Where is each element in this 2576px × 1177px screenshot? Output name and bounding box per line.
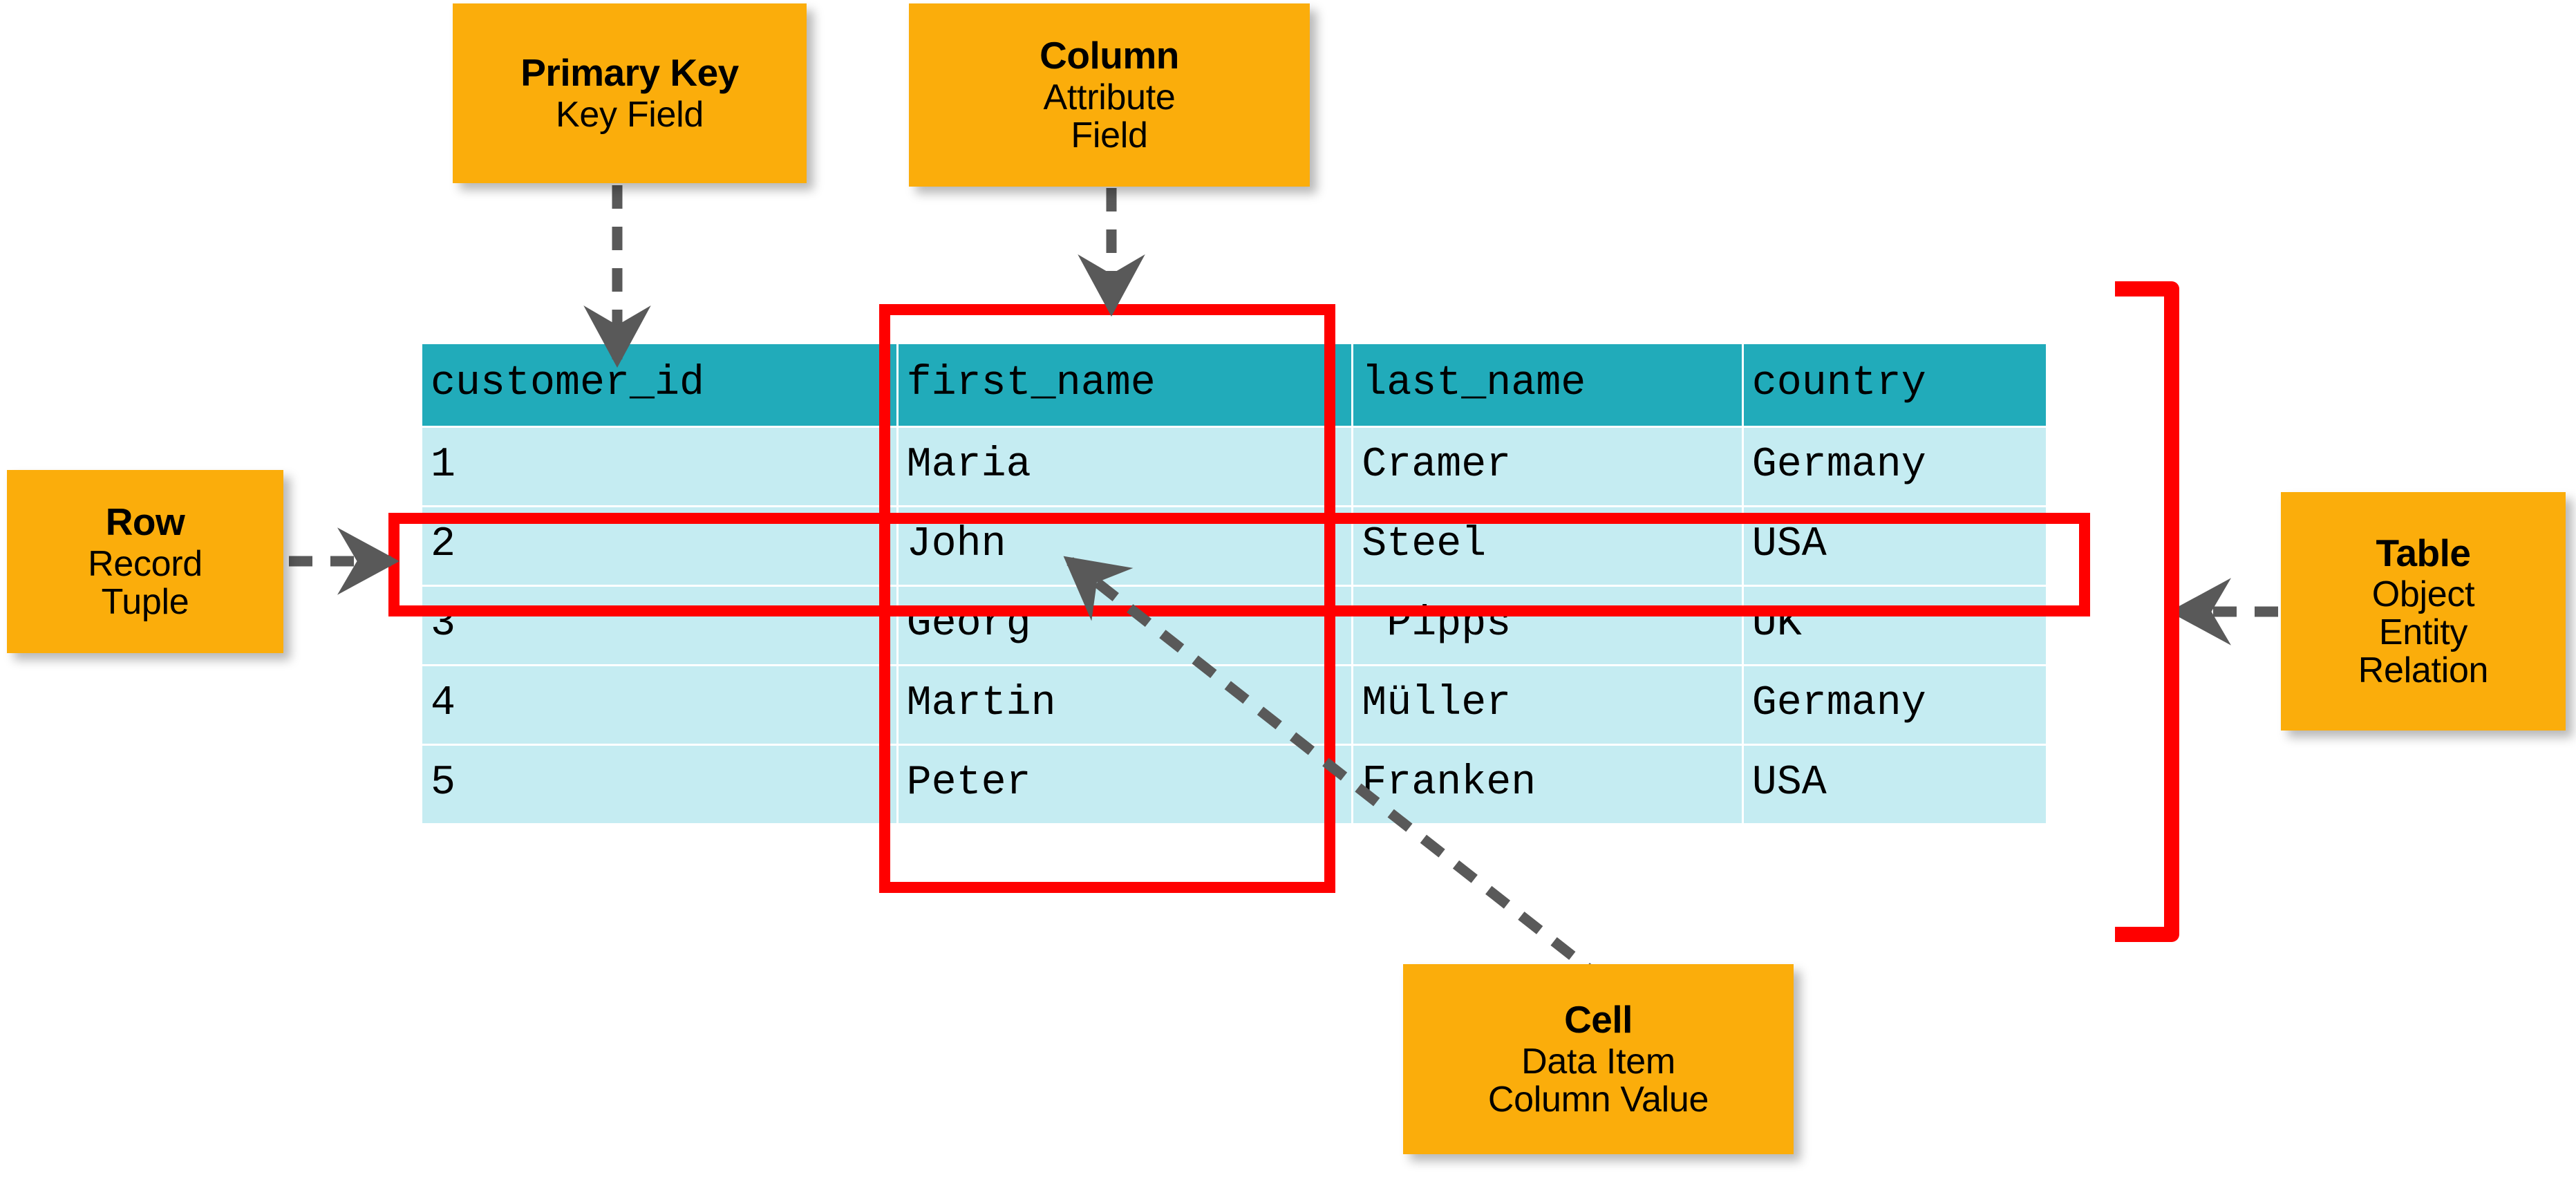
callout-line: Record xyxy=(88,543,203,584)
cell-last-name: Cramer xyxy=(1353,428,1742,505)
callout-title: Column xyxy=(1040,34,1179,77)
callout-line: Column Value xyxy=(1487,1079,1709,1120)
column-header-country: country xyxy=(1743,344,2046,426)
callout-title: Row xyxy=(105,500,185,544)
table-row: 1 Maria Cramer Germany xyxy=(422,428,2046,505)
column-header-first-name: first_name xyxy=(898,344,1352,426)
cell-first-name: Maria xyxy=(898,428,1352,505)
cell-last-name: Müller xyxy=(1353,666,1742,744)
cell-country: Germany xyxy=(1743,666,2046,744)
column-header-last-name: last_name xyxy=(1353,344,1742,426)
cell-customer-id: 5 xyxy=(422,746,896,823)
callout-table: Table Object Entity Relation xyxy=(2281,492,2566,731)
callout-title: Cell xyxy=(1564,998,1633,1042)
callout-line: Attribute xyxy=(1043,77,1176,117)
callout-line: Data Item xyxy=(1521,1041,1675,1082)
cell-country: UK xyxy=(1743,587,2046,664)
callout-column: Column Attribute Field xyxy=(909,3,1310,187)
row-highlight-rectangle xyxy=(388,513,2090,616)
callout-row: Row Record Tuple xyxy=(7,470,283,653)
cell-country: Germany xyxy=(1743,428,2046,505)
callout-title: Table xyxy=(2376,531,2471,574)
table-header-row: customer_id first_name last_name country xyxy=(422,344,2046,426)
callout-line: Key Field xyxy=(555,94,704,135)
callout-primary-key: Primary Key Key Field xyxy=(453,3,807,183)
cell-customer-id: 1 xyxy=(422,428,896,505)
callout-title: Primary Key xyxy=(520,51,739,95)
cell-customer-id: 4 xyxy=(422,666,896,744)
callout-line: Tuple xyxy=(101,581,189,622)
column-highlight-rectangle xyxy=(879,304,1335,893)
callout-line: Relation xyxy=(2358,650,2489,691)
cell-last-name: Franken xyxy=(1353,746,1742,823)
callout-line: Object xyxy=(2371,574,2475,614)
callout-line: Entity xyxy=(2378,612,2468,653)
cell-customer-id: 3 xyxy=(422,587,896,664)
callout-line: Field xyxy=(1071,115,1148,156)
callout-cell: Cell Data Item Column Value xyxy=(1403,964,1794,1154)
table-bracket xyxy=(2115,281,2179,942)
cell-country: USA xyxy=(1743,746,2046,823)
column-header-customer-id: customer_id xyxy=(422,344,896,426)
